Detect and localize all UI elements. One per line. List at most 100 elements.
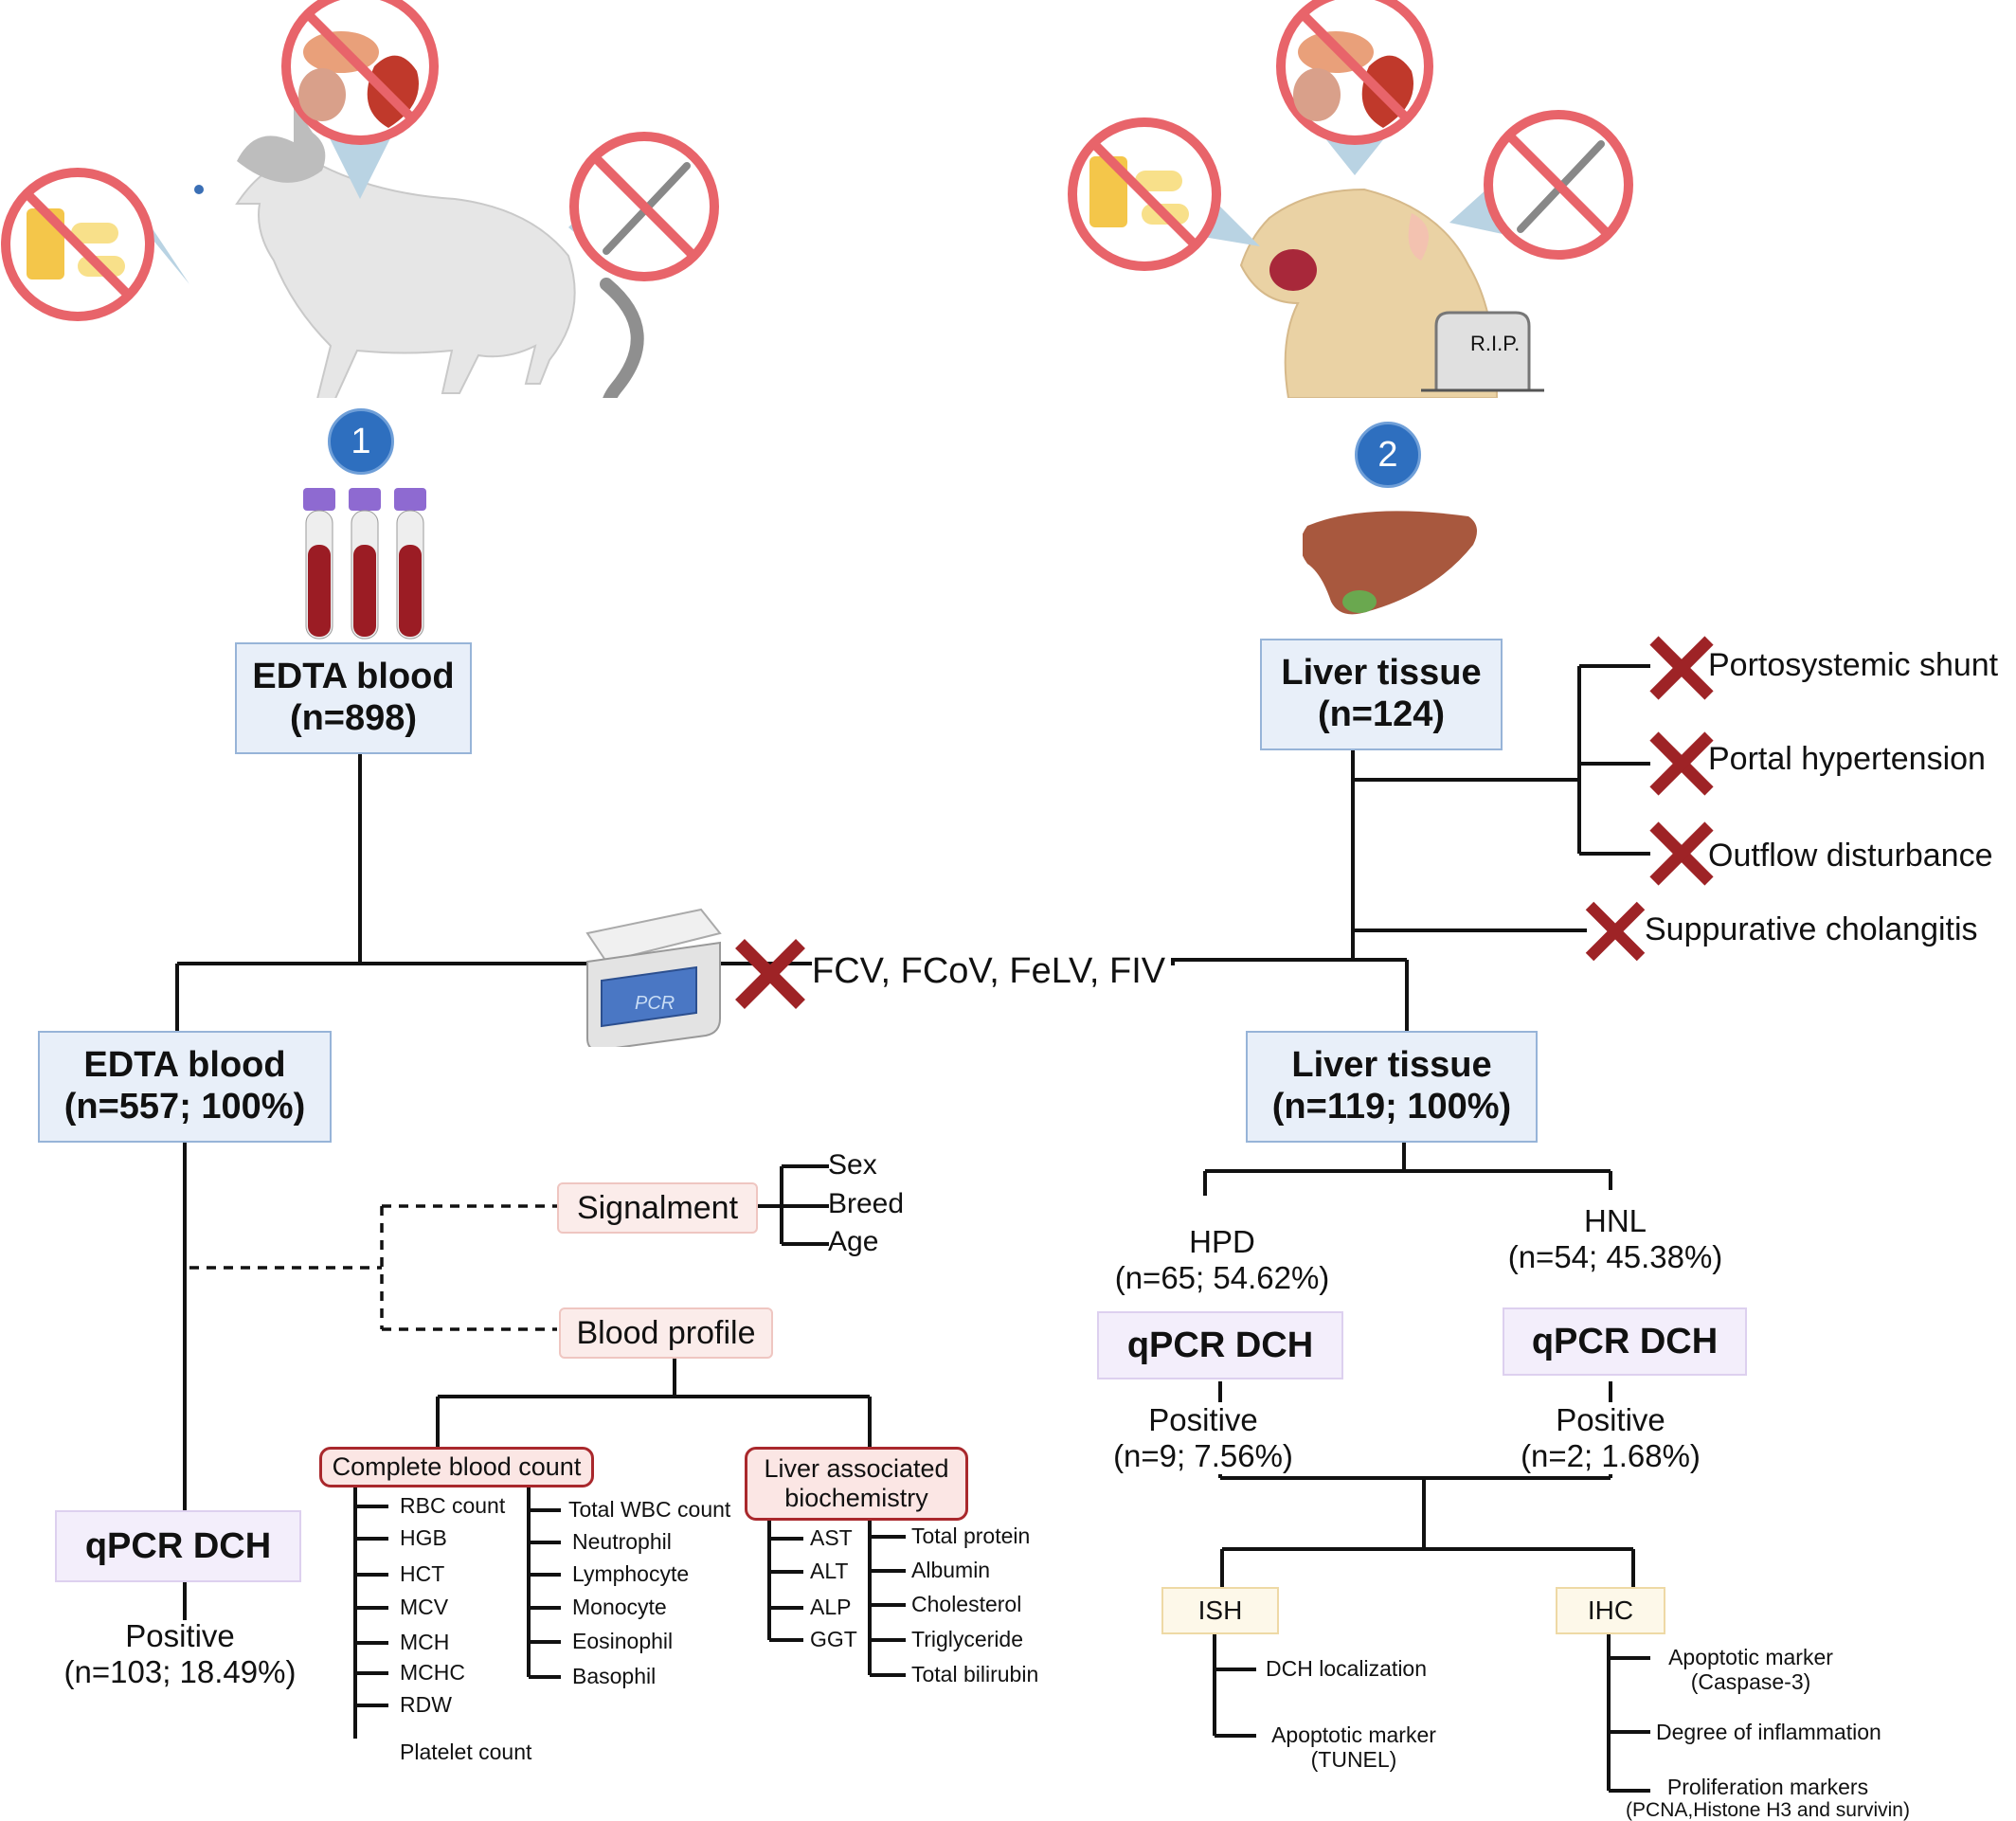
ish-apoptotic-marker: Apoptotic marker (TUNEL) <box>1256 1722 1451 1773</box>
cbc-hgb: HGB <box>400 1525 447 1550</box>
positive-label: Positive <box>1148 1402 1258 1437</box>
item-line2: (TUNEL) <box>1310 1747 1397 1773</box>
cbc-lymphocyte: Lymphocyte <box>572 1561 690 1586</box>
blood-tubes-icon <box>303 488 426 640</box>
item-line1: Proliferation markers <box>1666 1775 1869 1799</box>
liver-ggt: GGT <box>810 1627 857 1651</box>
excl-portal-hypertension: Portal hypertension <box>1708 741 1986 777</box>
positive-count: (n=2; 1.68%) <box>1521 1437 1701 1473</box>
ihc-apoptotic-marker: Apoptotic marker (Caspase-3) <box>1652 1645 1849 1695</box>
box-count: (n=124) <box>1317 694 1446 734</box>
cbc-monocyte: Monocyte <box>572 1595 667 1619</box>
item-line1: Apoptotic marker <box>1668 1645 1833 1669</box>
illustrations <box>1 0 1633 398</box>
no-organ-disease-icon-2 <box>1276 0 1433 175</box>
signalment-breed: Breed <box>828 1188 905 1219</box>
liver-ast: AST <box>810 1525 853 1550</box>
edta-blood-total-box: EDTA blood (n=898) <box>235 642 472 754</box>
rip-label: R.I.P. <box>1470 332 1521 355</box>
box-title-line1: Liver associated <box>764 1453 949 1483</box>
cbc-basophil: Basophil <box>572 1664 657 1688</box>
step-one-badge: 1 <box>328 408 394 475</box>
ihc-proliferation-markers: Proliferation markers (PCNA,Histone H3 a… <box>1607 1775 1929 1821</box>
item-line2: (PCNA,Histone H3 and survivin) <box>1626 1799 1910 1821</box>
box-title: Liver tissue <box>1281 653 1482 694</box>
hpd-group: HPD (n=65; 54.62%) <box>1080 1224 1364 1296</box>
ish-dch-localization: DCH localization <box>1266 1656 1428 1681</box>
cross-icon-shunt <box>1649 636 1714 700</box>
cbc-rbc: RBC count <box>400 1493 506 1518</box>
liver-alp: ALP <box>810 1595 852 1619</box>
cbc-neutrophil: Neutrophil <box>572 1529 672 1554</box>
cross-icon-hypertension <box>1649 731 1714 796</box>
cross-icon-outflow <box>1649 821 1714 886</box>
hpd-count: (n=65; 54.62%) <box>1114 1259 1330 1295</box>
qpcr-dch-box-hnl: qPCR DCH <box>1503 1307 1747 1376</box>
ihc-degree-inflammation: Degree of inflammation <box>1656 1720 1881 1744</box>
hnl-group: HNL (n=54; 45.38%) <box>1473 1203 1757 1275</box>
box-title: Liver tissue <box>1291 1045 1492 1086</box>
box-title: EDTA blood <box>252 657 455 697</box>
positive-label: Positive <box>125 1618 235 1653</box>
liver-tissue-total-box: Liver tissue (n=124) <box>1260 639 1503 750</box>
excl-outflow-disturbance: Outflow disturbance <box>1708 838 1993 874</box>
liver-albumin: Albumin <box>911 1558 991 1582</box>
hpd-positive: Positive (n=9; 7.56%) <box>1071 1402 1336 1474</box>
no-medication-icon-2 <box>1068 117 1260 271</box>
hnl-positive: Positive (n=2; 1.68%) <box>1478 1402 1743 1474</box>
cbc-rdw: RDW <box>400 1692 452 1717</box>
cbc-mchc: MCHC <box>400 1660 465 1685</box>
hnl-label: HNL <box>1583 1203 1647 1238</box>
signalment-age: Age <box>828 1226 879 1257</box>
cbc-wbc: Total WBC count <box>568 1497 731 1522</box>
box-title: EDTA blood <box>83 1045 286 1086</box>
ihc-box: IHC <box>1556 1587 1665 1634</box>
cat-icon <box>194 104 644 398</box>
item-line1: Apoptotic marker <box>1271 1722 1436 1747</box>
box-count: (n=119; 100%) <box>1271 1087 1512 1127</box>
liver-tissue-included-box: Liver tissue (n=119; 100%) <box>1246 1031 1538 1143</box>
excl-portosystemic-shunt: Portosystemic shunt <box>1708 647 1999 683</box>
liver-total-bilirubin: Total bilirubin <box>911 1662 1039 1686</box>
liver-icon <box>1303 511 1477 615</box>
qpcr-dch-box-left: qPCR DCH <box>55 1510 301 1582</box>
pcr-machine-icon: PCR <box>585 908 722 1047</box>
cbc-eosinophil: Eosinophil <box>572 1629 674 1653</box>
box-count: (n=557; 100%) <box>63 1087 306 1127</box>
no-organ-disease-icon <box>281 0 439 199</box>
pcr-screen-text: PCR <box>635 993 675 1014</box>
edta-blood-included-box: EDTA blood (n=557; 100%) <box>38 1031 332 1143</box>
cbc-platelet: Platelet count <box>400 1740 532 1764</box>
liver-total-protein: Total protein <box>911 1524 1031 1548</box>
complete-blood-count-box: Complete blood count <box>319 1447 594 1487</box>
liver-biochemistry-box: Liver associated biochemistry <box>745 1447 968 1521</box>
ish-box: ISH <box>1161 1587 1279 1634</box>
hpd-label: HPD <box>1189 1224 1255 1259</box>
cbc-hct: HCT <box>400 1561 445 1586</box>
liver-triglyceride: Triglyceride <box>911 1627 1024 1651</box>
box-title-line2: biochemistry <box>784 1484 928 1512</box>
excluded-viruses: FCV, FCoV, FeLV, FIV <box>812 951 1172 993</box>
no-surgery-icon <box>568 132 719 281</box>
blood-profile-box: Blood profile <box>559 1307 773 1359</box>
cbc-mcv: MCV <box>400 1595 449 1619</box>
signalment-box: Signalment <box>557 1182 758 1234</box>
item-line2: (Caspase-3) <box>1690 1669 1811 1695</box>
liver-cholesterol: Cholesterol <box>911 1592 1022 1616</box>
liver-alt: ALT <box>810 1559 849 1583</box>
signalment-sex: Sex <box>828 1149 877 1181</box>
step-two-badge: 2 <box>1355 422 1421 488</box>
excl-suppurative-cholangitis: Suppurative cholangitis <box>1645 911 1978 947</box>
qpcr-dch-box-hpd: qPCR DCH <box>1097 1311 1343 1379</box>
positive-count: (n=9; 7.56%) <box>1113 1437 1293 1473</box>
no-medication-icon <box>1 168 189 321</box>
positive-label: Positive <box>1556 1402 1665 1437</box>
hnl-count: (n=54; 45.38%) <box>1507 1238 1723 1274</box>
positive-left: Positive (n=103; 18.49%) <box>28 1618 332 1690</box>
deceased-cat-icon <box>1239 188 1544 398</box>
box-count: (n=898) <box>289 698 418 738</box>
cross-icon-cholangitis <box>1585 901 1646 962</box>
cbc-mch: MCH <box>400 1630 450 1654</box>
cross-icon-pcr <box>735 939 805 1009</box>
